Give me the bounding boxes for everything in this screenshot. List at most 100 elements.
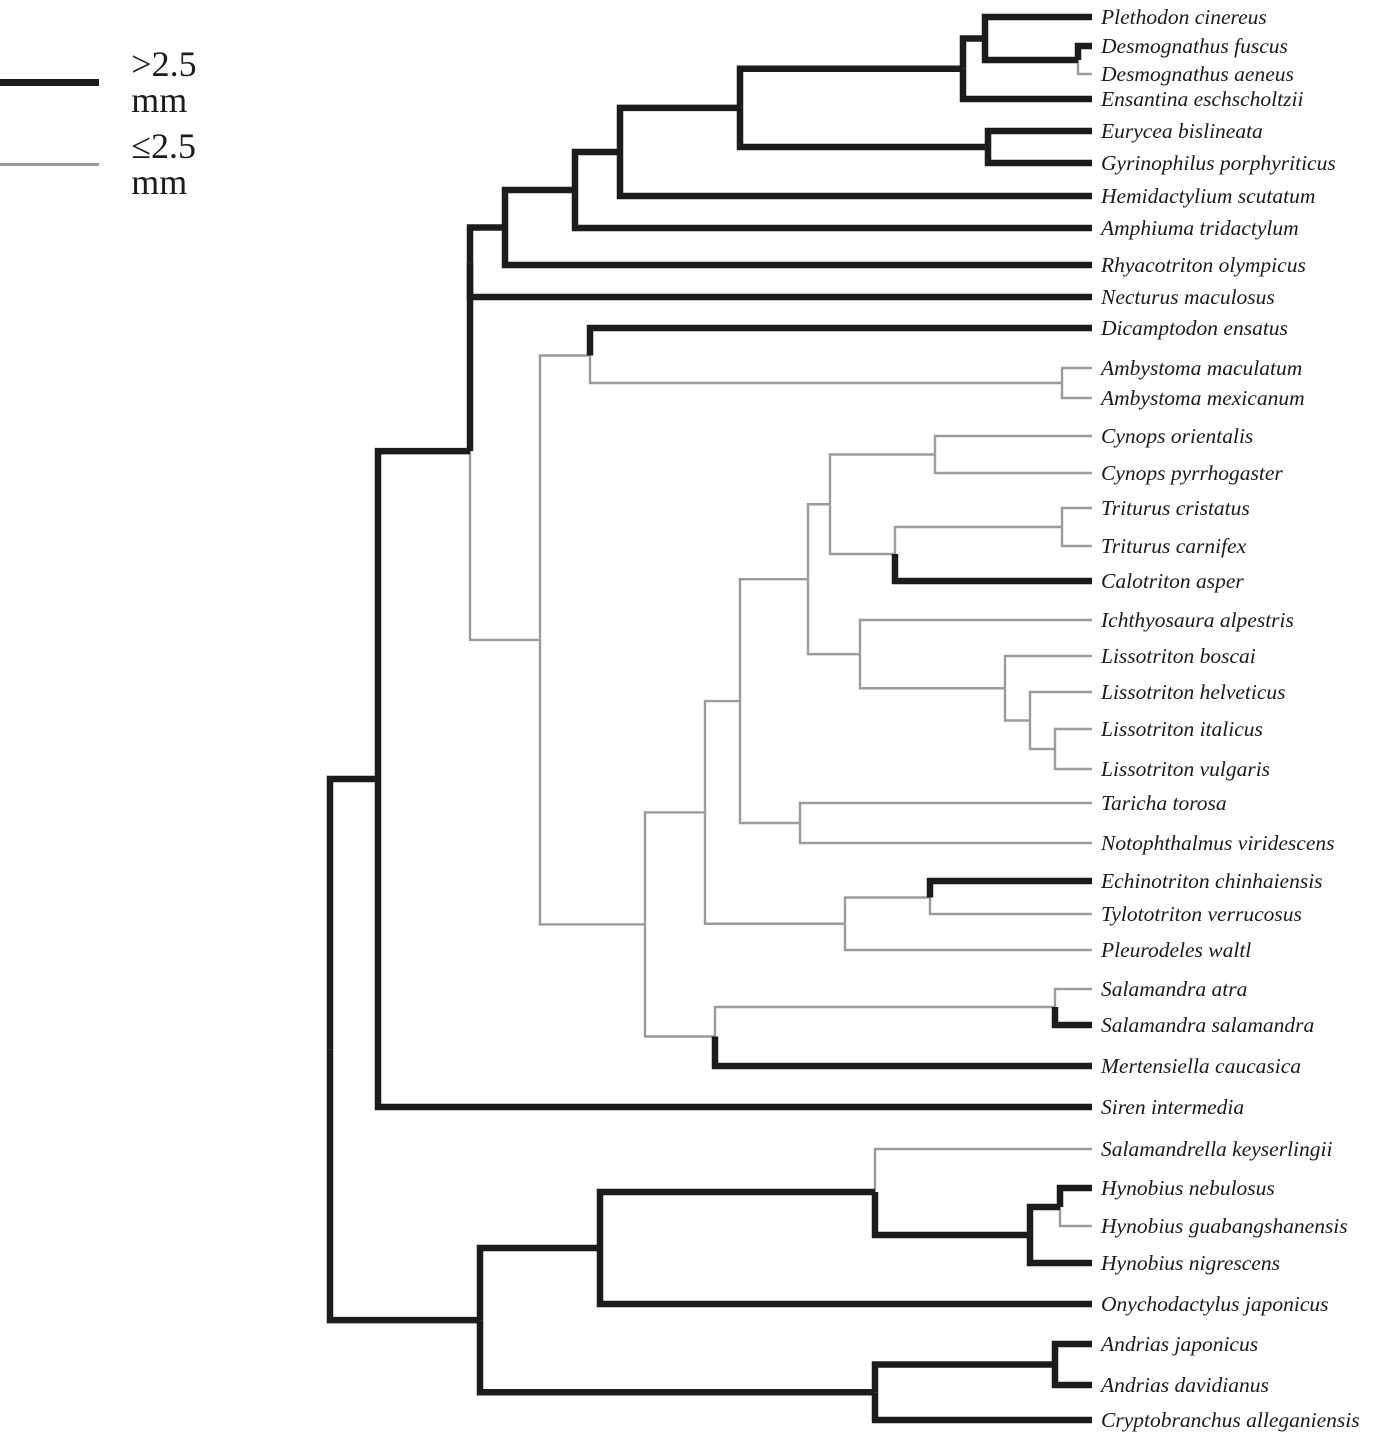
branch-thin — [806, 503, 830, 580]
species-label: Gyrinophilus porphyriticus — [1101, 151, 1336, 175]
branch-thick — [959, 68, 1092, 103]
thick-line-swatch — [0, 78, 100, 86]
branch-thick — [596, 1248, 1092, 1308]
species-label: Ensantina eschscholtzii — [1100, 87, 1303, 111]
branch-thick — [871, 1361, 1055, 1393]
legend-item-egg-large: >2.5 mm — [0, 46, 229, 118]
species-label: Lissotriton helveticus — [1100, 680, 1286, 704]
species-label: Taricha torosa — [1101, 791, 1227, 815]
species-label: Ambystoma mexicanum — [1099, 386, 1305, 410]
branch-thick — [984, 127, 1092, 147]
branch-thick — [596, 1188, 875, 1248]
branch-thick — [981, 13, 1092, 39]
branch-thin — [933, 434, 1092, 455]
species-label: Ichthyosaura alpestris — [1100, 608, 1294, 632]
branch-thin — [1003, 654, 1092, 689]
species-label: Echinotriton chinhaiensis — [1100, 869, 1323, 893]
species-label: Desmognathus fuscus — [1100, 34, 1288, 58]
species-label: Siren intermedia — [1101, 1095, 1244, 1119]
branch-thin — [1028, 720, 1055, 751]
species-label: Rhyacotriton olympicus — [1100, 253, 1306, 277]
branch-thick — [736, 65, 963, 108]
thin-line-swatch — [0, 162, 100, 166]
branch-thin — [928, 897, 1092, 916]
branch-thick — [466, 262, 1092, 301]
branch-thin — [1028, 690, 1092, 721]
branch-thin — [873, 1147, 1092, 1192]
species-label: Notophthalmus viridescens — [1100, 831, 1335, 855]
species-label: Salamandrella keyserlingii — [1101, 1137, 1333, 1161]
branch-thin — [538, 639, 645, 926]
branch-thin — [798, 823, 1092, 845]
branch-thin — [1060, 383, 1092, 400]
branch-thick — [981, 38, 1078, 64]
species-label: Lissotriton italicus — [1100, 717, 1263, 741]
species-label: Onychodactylus japonicus — [1101, 1292, 1329, 1316]
branch-thick — [571, 189, 1092, 232]
branch-thin — [1003, 688, 1030, 722]
branch-thin — [828, 453, 935, 505]
branch-thick — [616, 151, 1092, 200]
branch-thick — [1026, 1203, 1060, 1235]
branch-thick — [1056, 1184, 1092, 1207]
species-label: Hemidactylium scutatum — [1100, 184, 1315, 208]
branch-thin — [738, 577, 808, 702]
branch-thick — [1051, 1340, 1092, 1365]
branch-thick — [586, 324, 1092, 356]
branch-thin — [828, 504, 895, 556]
branch-thin — [468, 451, 540, 642]
branch-thin — [703, 699, 740, 813]
branch-thin — [1058, 1207, 1092, 1228]
species-label: Pleurodeles waltl — [1100, 938, 1251, 962]
branch-thin — [858, 654, 1005, 690]
species-label: Salamandra atra — [1101, 977, 1247, 1001]
species-label: Triturus cristatus — [1101, 496, 1250, 520]
branch-thin — [713, 1005, 1055, 1037]
species-label: Necturus maculosus — [1100, 285, 1275, 309]
species-label: Cryptobranchus alleganiensis — [1101, 1408, 1360, 1432]
branch-thin — [843, 923, 1092, 952]
branch-thick — [1051, 1007, 1092, 1029]
branch-thick — [616, 104, 740, 152]
branch-thick — [374, 779, 1092, 1111]
branch-thick — [1074, 42, 1092, 60]
species-label: Hynobius guabangshanensis — [1100, 1214, 1348, 1238]
species-label: Hynobius nigrescens — [1100, 1251, 1280, 1275]
species-label: Desmognathus aeneus — [1100, 62, 1294, 86]
branch-thick — [374, 447, 470, 780]
branch-thick — [326, 775, 378, 1050]
species-label: Mertensiella caucasica — [1100, 1054, 1301, 1078]
branch-thin — [588, 355, 1062, 385]
branch-thick — [571, 148, 620, 190]
species-label: Ambystoma maculatum — [1099, 356, 1302, 380]
branch-thick — [501, 227, 1092, 269]
legend-item-egg-small: ≤2.5 mm — [0, 128, 229, 200]
species-label: Cynops pyrrhogaster — [1101, 461, 1283, 485]
branch-thin — [1060, 527, 1092, 548]
species-label: Amphiuma tridactylum — [1099, 216, 1299, 240]
branch-thin — [1053, 987, 1092, 1007]
species-label: Hynobius nebulosus — [1100, 1176, 1275, 1200]
branch-thick — [476, 1320, 875, 1396]
branch-thick — [1026, 1235, 1092, 1267]
species-label: Lissotriton boscai — [1100, 644, 1256, 668]
branch-thin — [1053, 727, 1092, 749]
branch-thin — [798, 801, 1092, 823]
branch-thin — [1076, 60, 1092, 76]
branch-thick — [501, 186, 575, 228]
legend-label-large: >2.5 mm — [131, 44, 197, 120]
branch-thin — [738, 701, 800, 825]
branch-thick — [476, 1244, 600, 1321]
branch-thin — [703, 812, 845, 925]
branch-thin — [858, 618, 1092, 655]
species-label: Cynops orientalis — [1101, 424, 1253, 448]
species-label: Plethodon cinereus — [1100, 5, 1267, 29]
legend-label-small: ≤2.5 mm — [131, 126, 196, 202]
species-label: Lissotriton vulgaris — [1100, 757, 1270, 781]
branch-thick — [926, 877, 1092, 898]
species-label: Andrias japonicus — [1099, 1332, 1258, 1356]
species-label: Tylototriton verrucosus — [1101, 902, 1302, 926]
branch-thick — [1051, 1364, 1092, 1389]
